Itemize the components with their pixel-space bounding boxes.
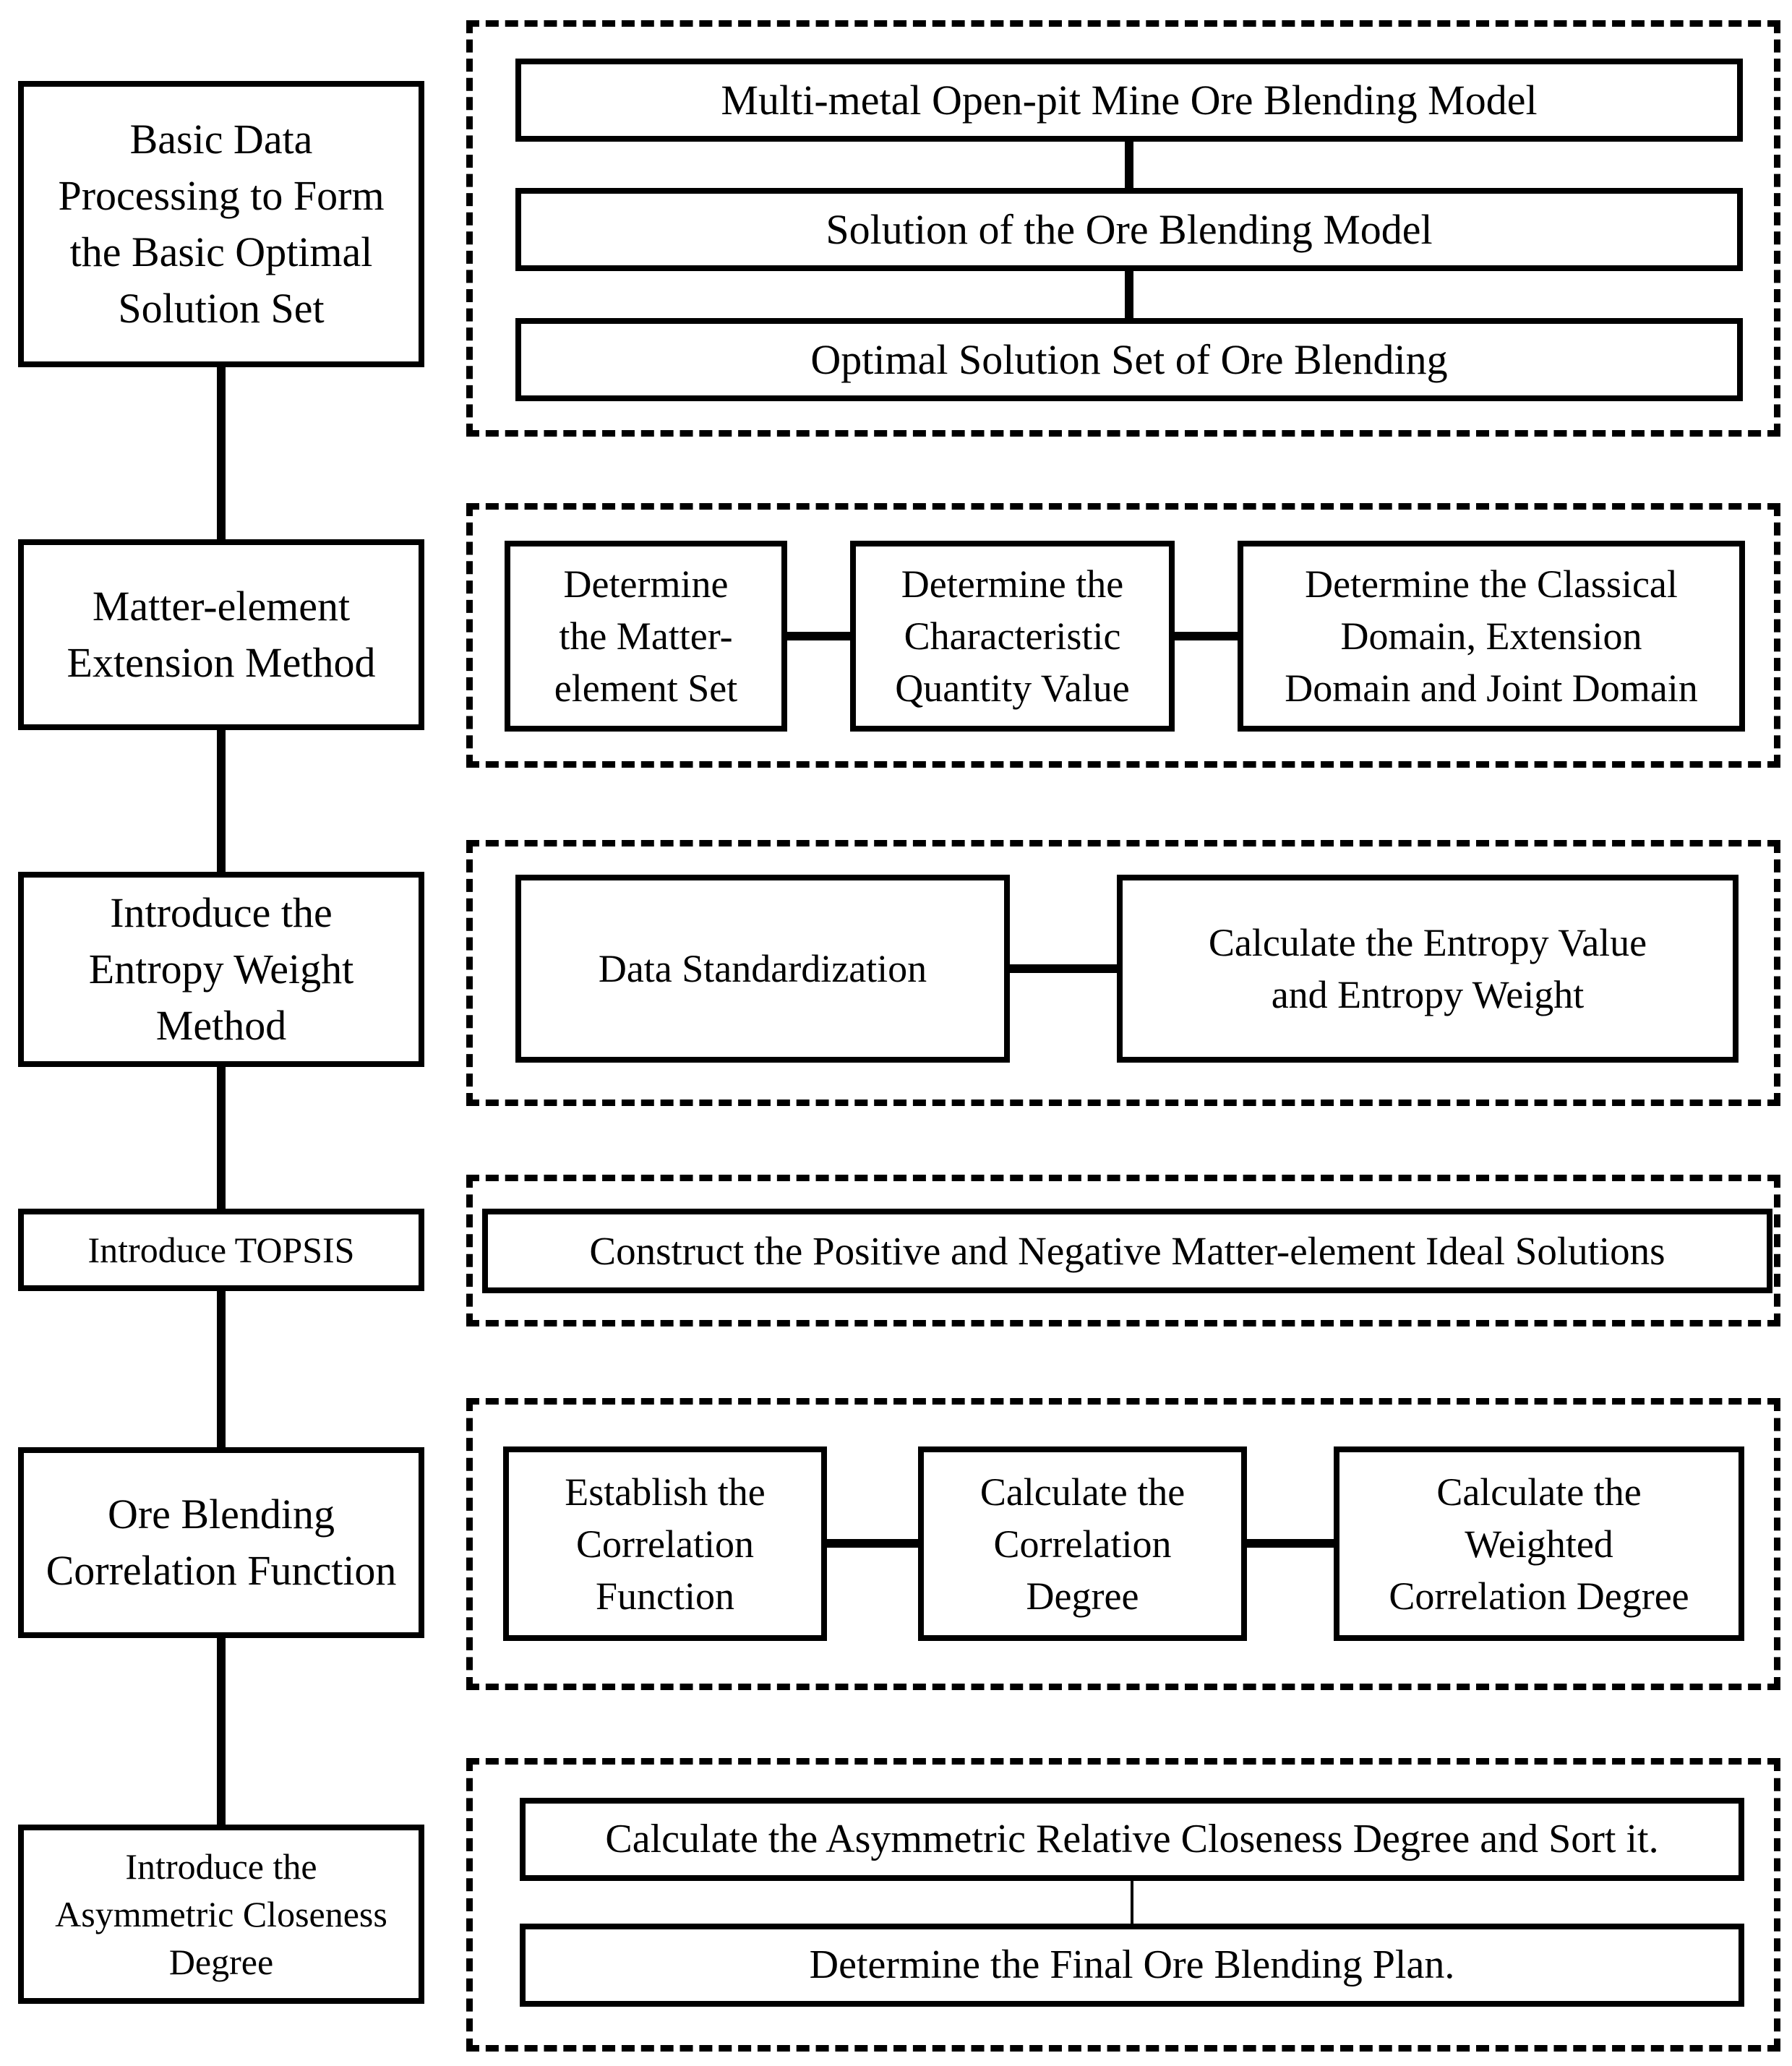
box-optimal-solution-set: Optimal Solution Set of Ore Blending xyxy=(515,318,1743,401)
connector-group1-box1-box2 xyxy=(1125,141,1133,189)
box-construct-ideal-solutions: Construct the Positive and Negative Matt… xyxy=(482,1209,1772,1293)
group-entropy-weight-method xyxy=(466,840,1780,1106)
connector-left-step4-step5 xyxy=(217,1291,226,1447)
box-determine-matter-element-set: Determine the Matter- element Set xyxy=(505,541,787,732)
group-asymmetric-closeness-degree xyxy=(466,1758,1780,2052)
box-multi-metal-ore-blending-model: Multi-metal Open-pit Mine Ore Blending M… xyxy=(515,59,1743,142)
group-topsis xyxy=(466,1175,1780,1326)
flow-step-introduce-topsis: Introduce TOPSIS xyxy=(18,1209,424,1291)
connector-left-step1-step2 xyxy=(217,367,226,539)
connector-left-step2-step3 xyxy=(217,730,226,872)
box-determine-domains: Determine the Classical Domain, Extensio… xyxy=(1238,541,1745,732)
box-calculate-asymmetric-relative-closeness: Calculate the Asymmetric Relative Closen… xyxy=(520,1798,1744,1881)
connector-left-step5-step6 xyxy=(217,1638,226,1825)
flow-step-asymmetric-closeness-degree: Introduce the Asymmetric Closeness Degre… xyxy=(18,1825,424,2004)
connector-group5-box2-box3 xyxy=(1247,1539,1334,1548)
group-basic-data-processing xyxy=(466,20,1780,437)
connector-group5-box1-box2 xyxy=(827,1539,918,1548)
box-calculate-weighted-correlation-degree: Calculate the Weighted Correlation Degre… xyxy=(1334,1446,1744,1641)
connector-group3-box1-box2 xyxy=(1010,964,1117,973)
box-determine-characteristic-quantity-value: Determine the Characteristic Quantity Va… xyxy=(850,541,1175,732)
connector-group2-box1-box2 xyxy=(787,632,851,640)
flow-step-entropy-weight-method: Introduce the Entropy Weight Method xyxy=(18,872,424,1067)
connector-group6-box1-box2 xyxy=(1131,1881,1133,1924)
flow-step-ore-blending-correlation-function: Ore Blending Correlation Function xyxy=(18,1447,424,1638)
group-correlation-function xyxy=(466,1398,1780,1690)
connector-group1-box2-box3 xyxy=(1125,271,1133,319)
group-matter-element-extension xyxy=(466,503,1780,768)
flow-step-basic-data-processing: Basic Data Processing to Form the Basic … xyxy=(18,81,424,367)
connector-left-step3-step4 xyxy=(217,1067,226,1209)
box-solution-of-ore-blending-model: Solution of the Ore Blending Model xyxy=(515,188,1743,271)
box-establish-correlation-function: Establish the Correlation Function xyxy=(503,1446,827,1641)
box-calculate-entropy-value-weight: Calculate the Entropy Value and Entropy … xyxy=(1117,875,1739,1063)
connector-group2-box2-box3 xyxy=(1175,632,1238,640)
flow-step-matter-element-extension: Matter-element Extension Method xyxy=(18,539,424,730)
box-determine-final-ore-blending-plan: Determine the Final Ore Blending Plan. xyxy=(520,1924,1744,2007)
box-calculate-correlation-degree: Calculate the Correlation Degree xyxy=(918,1446,1247,1641)
box-data-standardization: Data Standardization xyxy=(515,875,1010,1063)
